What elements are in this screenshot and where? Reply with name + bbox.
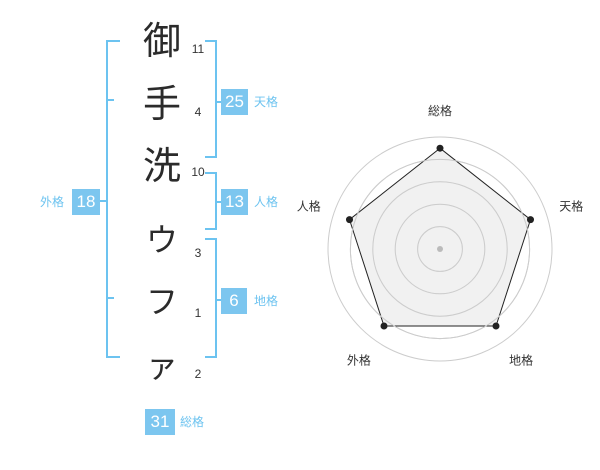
radar-axis-label-1: 総格	[428, 103, 452, 118]
gaikaku-bracket	[106, 40, 108, 358]
radar-point-2	[527, 216, 534, 224]
radar-axis-label-4: 外格	[347, 353, 371, 368]
name-char-6: ァ	[145, 347, 178, 385]
gaikaku-label: 外格	[40, 195, 65, 209]
radar-axis-label-5: 人格	[297, 198, 321, 213]
radar-ring-overlay	[372, 181, 508, 317]
tenkaku-bracket-top	[205, 40, 217, 42]
chikaku-bracket-bottom	[205, 356, 217, 358]
radar-point-5	[346, 216, 353, 224]
radar-point-3	[492, 322, 500, 330]
stroke-count-1: 11	[191, 42, 205, 56]
radar-ring-overlay	[417, 226, 463, 272]
stroke-count-3: 10	[191, 165, 205, 179]
name-char-4: ウ	[145, 221, 178, 259]
chikaku-label: 地格	[254, 294, 279, 308]
gaikaku-bracket-bottom	[106, 356, 120, 358]
name-char-3: 洗	[142, 144, 181, 188]
tenkaku-label: 天格	[254, 95, 279, 109]
jinkaku-connector	[215, 201, 223, 203]
name-char-2: 手	[142, 82, 181, 126]
gaikaku-tick-2	[106, 297, 114, 299]
soukaku-value: 31	[145, 409, 175, 435]
gaikaku-value: 18	[72, 189, 100, 215]
jinkaku-label: 人格	[254, 195, 279, 209]
chikaku-bracket	[215, 238, 217, 358]
stroke-count-4: 3	[194, 246, 202, 260]
gaikaku-tick-1	[106, 99, 114, 101]
jinkaku-bracket-top	[205, 172, 217, 174]
radar-axis-label-2: 天格	[559, 198, 583, 213]
radar-ring-overlay	[394, 203, 486, 295]
radar-point-4	[380, 322, 388, 330]
gaikaku-connector	[100, 200, 106, 202]
tenkaku-bracket-bottom	[205, 156, 217, 158]
gaikaku-bracket-top	[106, 40, 120, 42]
chikaku-connector	[215, 299, 223, 301]
jinkaku-bracket-bottom	[205, 228, 217, 230]
soukaku-label: 総格	[180, 415, 205, 429]
tenkaku-connector	[215, 101, 223, 103]
jinkaku-value: 13	[221, 189, 248, 215]
chikaku-value: 6	[221, 288, 247, 314]
stroke-count-5: 1	[194, 306, 202, 320]
stroke-count-2: 4	[194, 105, 202, 119]
name-char-1: 御	[142, 19, 181, 63]
stroke-count-6: 2	[194, 367, 202, 381]
radar-ring-overlay	[349, 158, 531, 340]
radar-center-dot	[437, 246, 443, 252]
chikaku-bracket-top	[205, 238, 217, 240]
radar-point-1	[436, 144, 444, 152]
tenkaku-value: 25	[221, 89, 248, 115]
tenkaku-bracket	[215, 40, 217, 158]
radar-area	[348, 147, 532, 327]
name-char-5: フ	[145, 283, 178, 321]
radar-axis-label-3: 地格	[509, 353, 533, 368]
